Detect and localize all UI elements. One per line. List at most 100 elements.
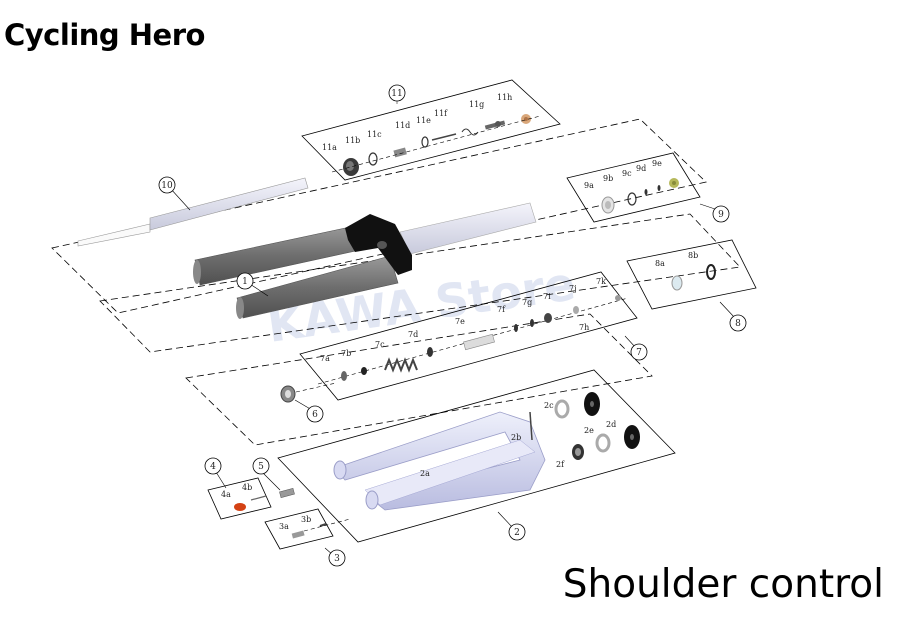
part-11d <box>421 136 429 148</box>
part-9c <box>644 189 648 195</box>
group-4-frame <box>207 477 272 520</box>
svg-text:7b: 7b <box>341 349 351 358</box>
callout-8: 8 <box>719 301 747 332</box>
group-7-frame <box>299 271 638 401</box>
svg-text:2f: 2f <box>556 460 565 469</box>
svg-text:7e: 7e <box>455 317 465 326</box>
part-10-rod <box>77 177 309 247</box>
callout-11: 11 <box>388 84 406 102</box>
part-9d <box>657 185 661 191</box>
svg-text:9e: 9e <box>652 159 662 168</box>
svg-text:5: 5 <box>258 462 264 472</box>
group-3-frame <box>264 508 334 550</box>
svg-text:8b: 8b <box>688 251 698 260</box>
svg-text:11d: 11d <box>395 121 410 130</box>
svg-text:7: 7 <box>636 348 642 358</box>
part-7d <box>427 347 433 357</box>
svg-text:1: 1 <box>242 277 248 287</box>
callout-2: 2 <box>497 511 526 541</box>
svg-text:7k: 7k <box>596 277 606 286</box>
svg-text:8: 8 <box>735 319 741 329</box>
part-7i <box>544 313 552 323</box>
part-11a <box>343 158 359 176</box>
svg-text:2: 2 <box>514 528 520 538</box>
part-3a <box>291 530 305 539</box>
brand-title: Cycling Hero <box>4 18 205 52</box>
callout-9: 9 <box>699 203 730 223</box>
svg-text:11g: 11g <box>469 100 484 109</box>
svg-text:11: 11 <box>391 89 402 99</box>
svg-text:3b: 3b <box>301 515 311 524</box>
labels-group-4: 4a 4b <box>221 483 252 499</box>
group-8-frame <box>626 239 757 310</box>
part-7g <box>530 319 534 327</box>
callout-5: 5 <box>252 457 281 491</box>
callout-1: 1 <box>236 272 269 297</box>
group-2-frame <box>277 369 676 543</box>
svg-text:11b: 11b <box>345 136 360 145</box>
part-7a <box>341 371 347 381</box>
part-6-seal-head <box>280 385 296 403</box>
svg-text:9d: 9d <box>636 164 646 173</box>
part-9e <box>669 178 679 188</box>
svg-text:7i: 7i <box>543 292 551 301</box>
part-7c-spring <box>384 357 418 373</box>
svg-text:11e: 11e <box>416 116 431 125</box>
svg-text:9b: 9b <box>603 174 613 183</box>
part-2d-lower <box>624 425 640 449</box>
labels-group-7: 7a 7b 7c 7d 7e 7f 7g 7i 7j 7k 7h <box>320 277 606 363</box>
part-7f <box>514 324 518 332</box>
part-2b <box>529 411 533 441</box>
labels-group-11: 11a 11b 11c 11d 11e 11f 11g 11h <box>322 93 512 152</box>
labels-group-3: 3a 3b <box>279 515 311 531</box>
callout-6: 6 <box>294 399 324 423</box>
svg-text:8a: 8a <box>655 259 665 268</box>
svg-text:11a: 11a <box>322 143 337 152</box>
svg-text:9a: 9a <box>584 181 594 190</box>
part-11b <box>368 152 378 166</box>
part-5 <box>279 487 295 499</box>
callout-10: 10 <box>158 176 191 211</box>
svg-text:4b: 4b <box>242 483 252 492</box>
part-9b <box>627 192 637 206</box>
labels-group-9: 9a 9b 9c 9d 9e <box>584 159 662 190</box>
labels-group-8: 8a 8b <box>655 251 698 268</box>
part-2e <box>595 433 611 453</box>
caption-text: Shoulder control <box>562 562 884 607</box>
dashed-outline-lower <box>185 313 653 446</box>
svg-text:7g: 7g <box>522 298 532 307</box>
svg-text:2c: 2c <box>544 401 554 410</box>
part-1-crown-assembly <box>193 202 537 319</box>
group-9-frame <box>566 152 701 223</box>
part-2d <box>584 392 600 416</box>
svg-text:2a: 2a <box>420 469 430 478</box>
svg-text:11h: 11h <box>497 93 512 102</box>
part-7b <box>361 367 367 375</box>
dashed-outline-middle <box>99 213 741 353</box>
part-4a <box>234 503 246 511</box>
part-2a-lower-legs <box>333 411 546 511</box>
svg-text:11c: 11c <box>367 130 382 139</box>
group-11-frame <box>301 79 561 181</box>
svg-text:6: 6 <box>312 410 318 420</box>
svg-text:4a: 4a <box>221 490 231 499</box>
svg-text:7a: 7a <box>320 354 330 363</box>
part-7k <box>615 295 621 301</box>
svg-text:7h: 7h <box>579 323 589 332</box>
part-11g <box>484 120 506 130</box>
svg-text:3a: 3a <box>279 522 289 531</box>
part-8a <box>671 275 683 291</box>
part-4b <box>250 495 267 501</box>
svg-text:7j: 7j <box>569 284 577 293</box>
labels-group-2: 2a 2b 2c 2d 2e 2f <box>420 401 616 478</box>
part-9a <box>601 196 615 214</box>
svg-text:4: 4 <box>210 462 216 472</box>
svg-text:3: 3 <box>334 554 340 564</box>
part-8b <box>706 264 716 280</box>
svg-text:10: 10 <box>161 181 173 191</box>
part-11e <box>431 133 457 141</box>
svg-text:2d: 2d <box>606 420 616 429</box>
part-2c <box>554 399 570 419</box>
callout-4: 4 <box>204 457 227 489</box>
